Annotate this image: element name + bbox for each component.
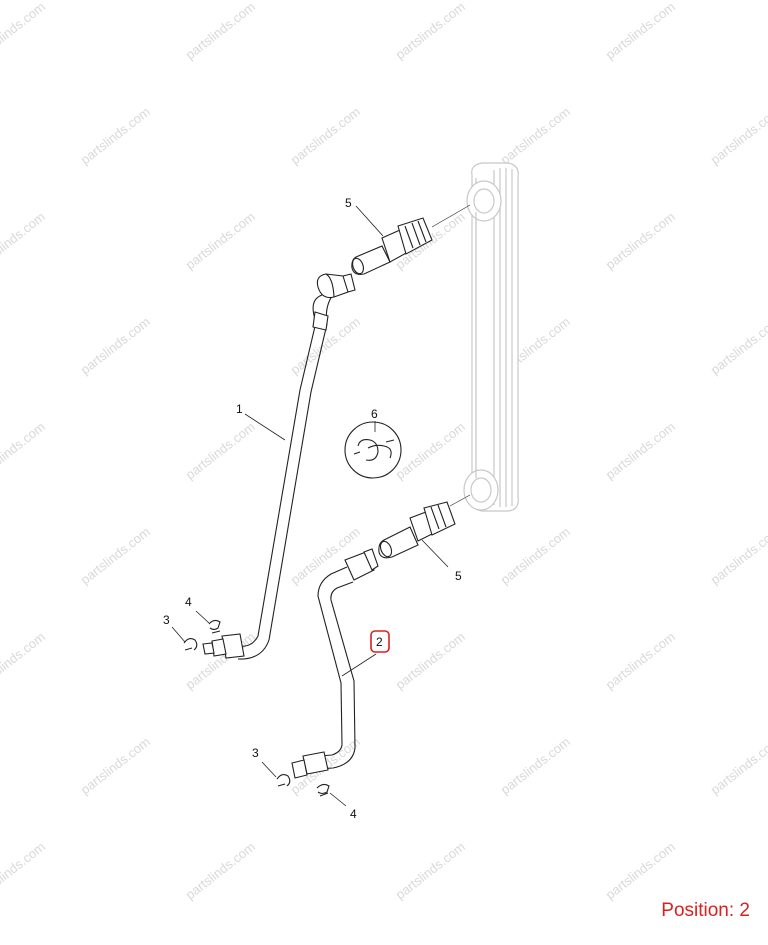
clamp-3-upper[interactable]	[183, 637, 198, 651]
watermark-text-28: partslinds.com	[78, 734, 153, 797]
callout-fitting-5-lower: 5	[455, 569, 462, 583]
watermark-text-19: partslinds.com	[603, 419, 678, 482]
hose-2[interactable]	[291, 548, 379, 779]
watermark-text-3: partslinds.com	[603, 0, 678, 62]
watermark-text-6: partslinds.com	[498, 104, 573, 167]
watermark-text-7: partslinds.com	[708, 104, 768, 167]
watermark-text-4: partslinds.com	[78, 104, 153, 167]
watermark-text-30: partslinds.com	[498, 734, 573, 797]
watermark-text-33: partslinds.com	[183, 839, 258, 902]
watermark-layer: partslinds.com partslinds.com partslinds.c…	[0, 0, 768, 902]
callout-fitting-5-upper: 5	[345, 196, 352, 210]
callout-clamp-3-upper: 3	[163, 613, 170, 627]
clamp-3-lower[interactable]	[276, 773, 291, 787]
fitting-5-upper[interactable]	[351, 217, 433, 275]
watermark-text-2: partslinds.com	[393, 0, 468, 62]
callout-hose-1: 1	[236, 402, 243, 416]
watermark-text-9: partslinds.com	[183, 209, 258, 272]
watermark-text-35: partslinds.com	[603, 839, 678, 902]
fitting-5-lower[interactable]	[378, 501, 456, 559]
highlight-box	[370, 630, 390, 653]
watermark-text-0: partslinds.com	[0, 0, 48, 62]
watermark-text-26: partslinds.com	[393, 629, 468, 692]
clip-4-upper[interactable]	[208, 619, 221, 634]
watermark-text-12: partslinds.com	[78, 314, 153, 377]
callout-clamp-3-lower: 3	[252, 746, 259, 760]
callout-clip-4-lower: 4	[350, 807, 357, 821]
watermark-text-18: partslinds.com	[393, 419, 468, 482]
watermark-text-22: partslinds.com	[498, 524, 573, 587]
watermark-text-24: partslinds.com	[0, 629, 48, 692]
watermark-text-34: partslinds.com	[393, 839, 468, 902]
callout-clamp-kit-6: 6	[371, 407, 378, 421]
callout-clip-4-upper: 4	[185, 595, 192, 609]
watermark-text-23: partslinds.com	[708, 524, 768, 587]
watermark-text-20: partslinds.com	[78, 524, 153, 587]
watermark-text-15: partslinds.com	[708, 314, 768, 377]
watermark-text-27: partslinds.com	[603, 629, 678, 692]
watermark-text-11: partslinds.com	[603, 209, 678, 272]
watermark-text-8: partslinds.com	[0, 209, 48, 272]
clip-4-lower[interactable]	[316, 783, 330, 797]
watermark-text-16: partslinds.com	[0, 419, 48, 482]
callout-hose-2[interactable]: 2	[376, 635, 383, 649]
watermark-text-5: partslinds.com	[288, 104, 363, 167]
watermark-text-32: partslinds.com	[0, 839, 48, 902]
hose-1[interactable]	[202, 273, 356, 660]
radiator	[463, 162, 519, 512]
watermark-text-31: partslinds.com	[708, 734, 768, 797]
position-caption: Position: 2	[661, 900, 750, 921]
watermark-text-25: partslinds.com	[183, 629, 258, 692]
watermark-text-17: partslinds.com	[183, 419, 258, 482]
watermark-text-1: partslinds.com	[183, 0, 258, 62]
clamp-kit-6[interactable]	[344, 421, 402, 479]
